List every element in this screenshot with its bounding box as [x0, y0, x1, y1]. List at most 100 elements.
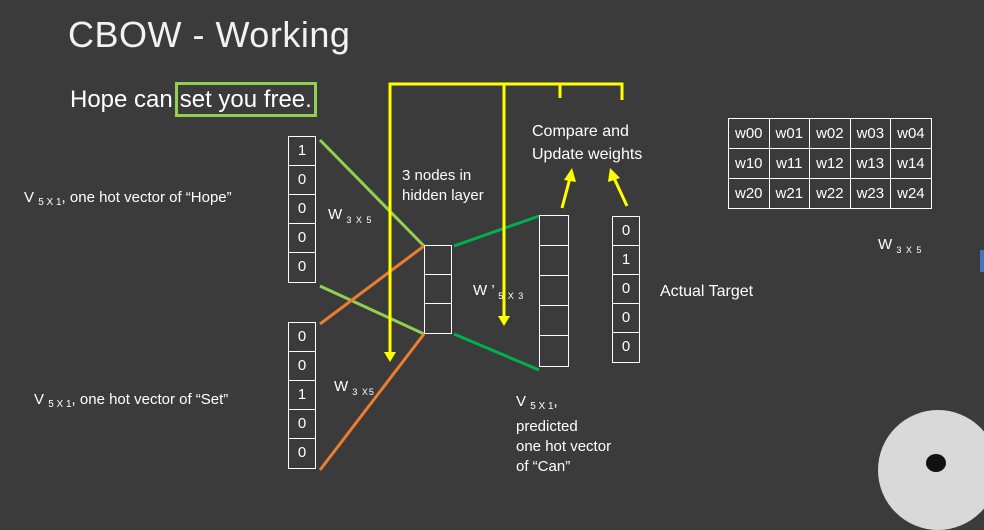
- line-hidden-to-predicted-bottom: [453, 332, 540, 372]
- hope-one-hot-vector: 1 0 0 0 0: [288, 136, 316, 283]
- arrow-head-predicted-compare: [564, 168, 576, 182]
- label-dims: 5 X 1: [48, 399, 72, 410]
- yellow-update-bracket: [388, 82, 624, 354]
- arrow-head-target-compare: [608, 168, 620, 182]
- connection-lines: [318, 82, 629, 471]
- label-v: V: [34, 391, 45, 408]
- vector-cell: 0: [297, 444, 307, 461]
- compare-line1: Compare and: [532, 123, 629, 140]
- label-comma: ,: [553, 393, 558, 410]
- predicted-label-line1: V 5 X 1,: [516, 392, 611, 417]
- target-vector: 0 1 0 0 0: [612, 216, 640, 363]
- sentence-prefix: Hope can: [70, 86, 173, 113]
- line-set-bottom-to-hidden: [318, 333, 426, 471]
- matrix-cell: w20: [728, 178, 770, 209]
- target-cell: 0: [613, 304, 639, 333]
- hidden-layer-label: 3 nodes in hidden layer: [402, 166, 484, 206]
- w-dims: 3 X 5: [346, 215, 373, 225]
- slide-title: CBOW - Working: [68, 14, 351, 55]
- hidden-label-line2: hidden layer: [402, 187, 484, 204]
- predicted-label-line3: one hot vector: [516, 438, 612, 455]
- camera-overlay-dot: [926, 454, 946, 472]
- vector-cell: 0: [297, 258, 307, 275]
- predicted-cell: [540, 276, 568, 306]
- w-dims: 3 X 5: [896, 245, 923, 255]
- hidden-node: [425, 246, 451, 275]
- arrow-head-to-w-input: [384, 352, 396, 362]
- w-prime-symbol: W ’: [473, 282, 495, 299]
- matrix-cell: w22: [809, 178, 851, 209]
- matrix-cell: w21: [768, 178, 811, 209]
- hidden-node: [425, 275, 451, 304]
- label-v: V: [516, 393, 527, 410]
- label-rest: , one hot vector of “Hope”: [61, 189, 232, 206]
- table-row: w20 w21 w22 w23 w24: [728, 178, 932, 209]
- w-symbol: W: [328, 206, 343, 223]
- target-cell: 0: [613, 275, 639, 304]
- matrix-cell: w02: [809, 118, 851, 149]
- w-symbol: W: [334, 378, 349, 395]
- predicted-cell: [540, 216, 568, 246]
- matrix-cell: w04: [890, 118, 932, 149]
- target-cell: 0: [621, 338, 631, 355]
- vector-cell: 0: [289, 166, 315, 195]
- actual-target-label: Actual Target: [660, 283, 754, 300]
- vector-cell: 0: [289, 195, 315, 224]
- matrix-cell: w03: [849, 118, 892, 149]
- arrow-target-to-compare: [612, 177, 629, 207]
- predicted-label-line2: predicted: [516, 418, 578, 435]
- hidden-layer-nodes: [424, 245, 452, 334]
- matrix-cell: w13: [849, 148, 892, 179]
- matrix-cell: w10: [728, 148, 770, 179]
- w-prime-label: W ’ 5 X 3: [473, 282, 524, 301]
- arrow-predicted-to-compare: [560, 177, 572, 209]
- w-input-set-label: W 3 X5: [334, 378, 375, 397]
- hidden-node: [425, 304, 451, 333]
- matrix-cell: w00: [728, 118, 770, 149]
- vector-cell: 0: [289, 410, 315, 439]
- vector-cell: 0: [289, 323, 315, 352]
- hidden-label-line1: 3 nodes in: [402, 167, 472, 184]
- arrow-head-to-w-prime: [498, 316, 510, 326]
- table-row: w10 w11 w12 w13 w14: [728, 148, 932, 179]
- matrix-cell: w12: [809, 148, 851, 179]
- compare-line2: Update weights: [532, 146, 643, 163]
- vector-cell: 1: [289, 381, 315, 410]
- vector-cell: 0: [289, 352, 315, 381]
- w-prime-dims: 5 X 3: [498, 291, 525, 301]
- line-hope-top-to-hidden: [318, 138, 426, 248]
- set-vector-label: V 5 X 1, one hot vector of “Set”: [34, 390, 228, 415]
- line-set-top-to-hidden: [319, 244, 425, 326]
- matrix-cell: w24: [890, 178, 932, 209]
- weight-matrix-label: W 3 X 5: [878, 236, 922, 255]
- hope-vector-label: V 5 X 1, one hot vector of “Hope”: [24, 188, 232, 213]
- label-rest: , one hot vector of “Set”: [71, 391, 229, 408]
- line-hidden-to-predicted-top: [453, 214, 540, 248]
- label-dims: 5 X 1: [38, 197, 62, 208]
- edge-marker: [980, 250, 984, 272]
- line-hope-bottom-to-hidden: [319, 284, 425, 336]
- w-symbol: W: [878, 236, 893, 253]
- w-input-hope-label: W 3 X 5: [328, 206, 372, 225]
- predicted-label-line4: of “Can”: [516, 458, 571, 475]
- target-cell: 0: [613, 217, 639, 246]
- predicted-vector-label: V 5 X 1, predicted one hot vector of “Ca…: [516, 392, 611, 477]
- predicted-cell: [540, 336, 568, 366]
- matrix-cell: w14: [890, 148, 932, 179]
- sentence-highlight: set you free.: [174, 82, 317, 117]
- target-cell: 1: [613, 246, 639, 275]
- vector-cell: 0: [289, 224, 315, 253]
- matrix-cell: w23: [849, 178, 892, 209]
- predicted-output-vector: [539, 215, 569, 367]
- label-dims: 5 X 1: [530, 401, 554, 412]
- matrix-cell: w11: [768, 148, 811, 179]
- predicted-cell: [540, 246, 568, 276]
- weight-matrix-table: w00 w01 w02 w03 w04 w10 w11 w12 w13 w14 …: [728, 118, 932, 209]
- compare-label: Compare and Update weights: [532, 120, 642, 166]
- label-v: V: [24, 189, 35, 206]
- w-dims: 3 X5: [352, 387, 375, 397]
- predicted-cell: [540, 306, 568, 336]
- vector-cell: 1: [289, 137, 315, 166]
- set-one-hot-vector: 0 0 1 0 0: [288, 322, 316, 469]
